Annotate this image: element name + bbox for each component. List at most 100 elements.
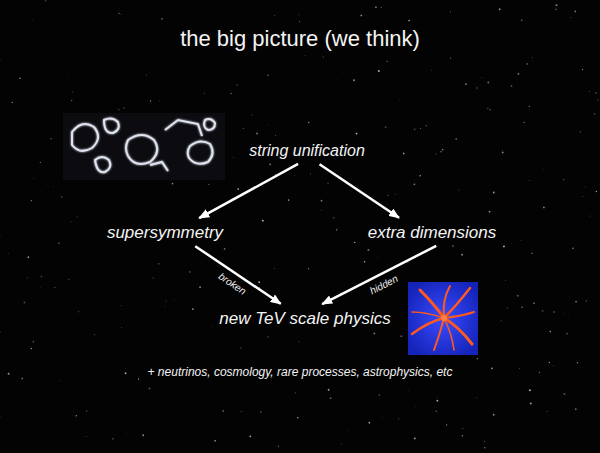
node-text: supersymmetry (107, 222, 223, 243)
star-dot (414, 128, 416, 130)
star-dot (436, 400, 438, 402)
star-dot (293, 174, 295, 176)
star-dot (555, 8, 557, 10)
star-dot (342, 72, 344, 74)
star-dot (288, 199, 290, 201)
edge-label: hidden (366, 272, 402, 298)
star-dot (267, 74, 269, 76)
star-dot (589, 215, 591, 217)
star-dot (556, 4, 558, 6)
star-dot (362, 427, 364, 429)
star-dot (67, 77, 69, 79)
star-dot (341, 443, 343, 445)
star-dot (8, 253, 10, 255)
star-dot (563, 393, 565, 395)
star-dot (461, 254, 463, 256)
star-dot (52, 186, 54, 188)
star-dot (575, 408, 577, 410)
star-dot (123, 107, 125, 109)
star-dot (381, 417, 383, 419)
star-dot (267, 124, 269, 126)
arrow-connector (320, 164, 399, 218)
star-dot (297, 417, 298, 418)
star-dot (586, 300, 587, 301)
concept-node: supersymmetry (102, 220, 228, 245)
star-dot (499, 8, 501, 10)
star-dot (398, 418, 399, 419)
star-dot (174, 299, 176, 301)
star-dot (204, 93, 205, 94)
star-dot (452, 245, 454, 247)
star-dot (511, 85, 513, 87)
star-dot (465, 83, 467, 85)
star-dot (420, 128, 421, 129)
star-dot (563, 179, 565, 181)
star-dot (386, 61, 387, 62)
star-dot (399, 99, 401, 101)
star-dot (0, 417, 1, 418)
star-dot (0, 236, 1, 238)
star-dot (455, 253, 457, 255)
star-dot (462, 428, 463, 429)
star-dot (353, 79, 355, 81)
star-dot (489, 109, 490, 110)
star-dot (426, 125, 427, 126)
star-dot (269, 163, 271, 165)
star-dot (260, 411, 261, 412)
star-dot (364, 261, 366, 263)
picture-ground (63, 113, 225, 180)
concept-node: string unification (244, 138, 370, 163)
star-dot (547, 411, 548, 412)
star-dot (550, 331, 552, 333)
star-dot (233, 88, 235, 90)
star-dot (539, 372, 540, 373)
star-dot (23, 302, 25, 304)
star-dot (149, 388, 151, 390)
star-dot (505, 280, 507, 282)
star-dot (32, 19, 34, 21)
star-dot (518, 73, 520, 75)
star-dot (595, 92, 597, 93)
star-dot (579, 131, 581, 133)
star-dot (597, 99, 598, 100)
star-dot (278, 446, 279, 447)
star-dot (529, 389, 531, 391)
star-dot (348, 430, 349, 431)
star-dot (120, 14, 122, 16)
star-dot (450, 57, 451, 58)
star-dot (493, 414, 495, 416)
star-dot (323, 56, 324, 57)
star-dot (256, 133, 258, 135)
star-dot (414, 183, 416, 185)
star-dot (152, 277, 153, 278)
star-dot (503, 245, 505, 247)
star-dot (40, 162, 41, 163)
star-dot (367, 249, 369, 251)
star-dot (476, 87, 477, 88)
star-dot (243, 128, 244, 129)
slide-title: the big picture (we think) (0, 26, 600, 52)
star-dot (368, 422, 370, 424)
star-dot (26, 277, 28, 279)
star-dot (533, 302, 535, 304)
star-dot (530, 403, 532, 405)
star-dot (267, 336, 269, 338)
star-dot (298, 341, 300, 343)
star-dot (310, 173, 311, 174)
star-dot (258, 281, 260, 283)
star-dot (72, 91, 73, 92)
star-dot (532, 253, 533, 254)
star-dot (5, 97, 7, 99)
star-dot (462, 435, 464, 437)
star-dot (165, 300, 167, 302)
star-dot (275, 134, 277, 136)
star-dot (489, 211, 491, 213)
star-dot (356, 133, 358, 135)
star-dot (161, 18, 163, 20)
star-dot (295, 392, 297, 394)
star-dot (77, 216, 78, 217)
star-dot (50, 138, 51, 139)
star-dot (172, 183, 174, 185)
